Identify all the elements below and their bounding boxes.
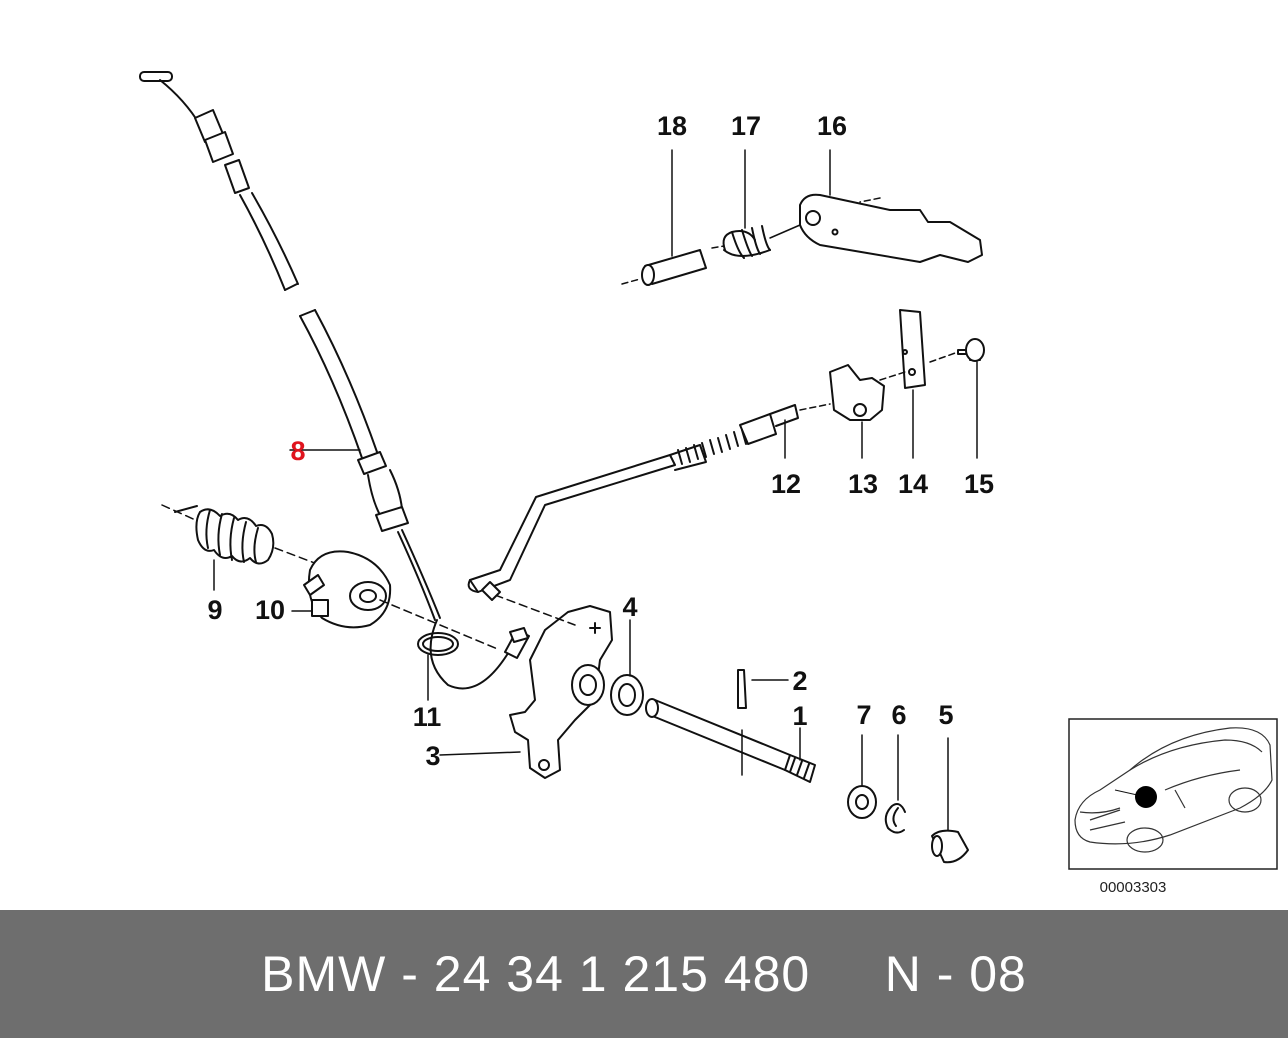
cap-part-5: [931, 737, 969, 864]
callout-3: 3: [425, 741, 440, 771]
lever-plate-part-14: [879, 309, 926, 459]
callout-4: 4: [622, 592, 637, 622]
callout-14: 14: [898, 469, 928, 499]
bracket-part-13: [829, 364, 885, 459]
callout-12: 12: [771, 469, 801, 499]
reference-code: 00003303: [1100, 879, 1167, 896]
shift-cable-part-8: [139, 71, 530, 690]
callout-16: 16: [817, 111, 847, 141]
callout-11: 11: [413, 702, 442, 732]
spring-part-17: [711, 149, 771, 259]
callout-1: 1: [792, 701, 807, 731]
callout-15: 15: [964, 469, 994, 499]
callout-6: 6: [891, 700, 906, 730]
selector-rod-part-12: [467, 403, 831, 601]
callout-5: 5: [938, 700, 953, 730]
spring-part-9: [161, 504, 321, 591]
screw-part-15: [929, 338, 985, 459]
shaft-part-1: [645, 698, 816, 783]
callout-9: 9: [207, 595, 222, 625]
callout-13: 13: [848, 469, 878, 499]
part-number-text: BMW - 24 34 1 215 480: [261, 946, 811, 1002]
clip-part-6: [884, 734, 906, 834]
part-number-footer: BMW - 24 34 1 215 480 N - 08: [0, 910, 1288, 1038]
ring-part-11: [417, 632, 459, 701]
section-code-text: N - 08: [884, 946, 1027, 1002]
selector-plate-part-3: [439, 594, 613, 779]
pin-part-2: [737, 669, 789, 709]
callout-8: 8: [290, 436, 305, 466]
vehicle-location-thumbnail: [1068, 718, 1278, 870]
bushing-part-10: [291, 550, 501, 651]
callout-17: 17: [731, 111, 761, 141]
bush-part-4: [610, 619, 644, 716]
parts-diagram: 1 2 3 4 5 6 7 8 9 10 11 12 13 14 15 16 1…: [139, 71, 1278, 896]
washer-part-7: [847, 734, 877, 819]
footer-text: BMW - 24 34 1 215 480 N - 08: [261, 945, 1027, 1003]
lever-part-16: [769, 149, 983, 263]
callout-18: 18: [657, 111, 687, 141]
callout-2: 2: [792, 666, 807, 696]
callout-7: 7: [856, 700, 871, 730]
pin-part-18: [621, 149, 707, 286]
location-marker-icon: [1135, 786, 1157, 808]
callout-10: 10: [255, 595, 285, 625]
